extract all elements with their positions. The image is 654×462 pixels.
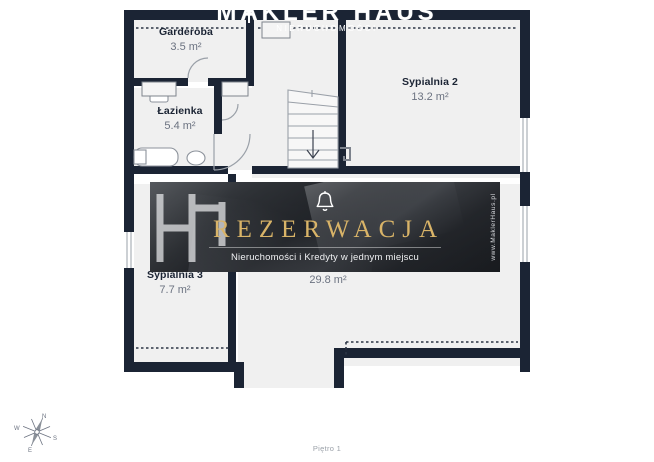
compass-rose: N S W E <box>14 414 57 454</box>
bathroom-fixtures <box>133 89 206 167</box>
closet-units <box>141 21 291 97</box>
bell-icon <box>316 191 334 211</box>
floor-caption: Piętro 1 <box>312 444 342 453</box>
windows <box>124 118 530 268</box>
door-swings <box>187 57 251 171</box>
compass-label-east: E <box>28 448 32 454</box>
compass-label-north: N <box>42 414 46 420</box>
banner-website-url: www.MaklerHaus.pl <box>490 193 497 261</box>
knee-wall-dotted-lines <box>136 27 518 356</box>
hh-monogram-icon <box>156 194 226 262</box>
stair-direction-arrow <box>306 130 320 159</box>
stair-rail <box>340 147 351 161</box>
banner-dark-overlay <box>150 182 500 272</box>
banner-content: REZERWACJA Nieruchomości i Kredyty w jed… <box>150 182 500 272</box>
compass-label-west: W <box>14 426 20 432</box>
banner-title: REZERWACJA <box>212 216 445 243</box>
exterior-walls <box>124 10 530 388</box>
banner-divider <box>209 247 441 248</box>
reservation-banner: REZERWACJA Nieruchomości i Kredyty w jed… <box>150 182 500 272</box>
compass-label-south: S <box>53 436 57 442</box>
banner-subtitle: Nieruchomości i Kredyty w jednym miejscu <box>230 252 420 263</box>
makler-haus-monogram-icon <box>240 3 258 23</box>
